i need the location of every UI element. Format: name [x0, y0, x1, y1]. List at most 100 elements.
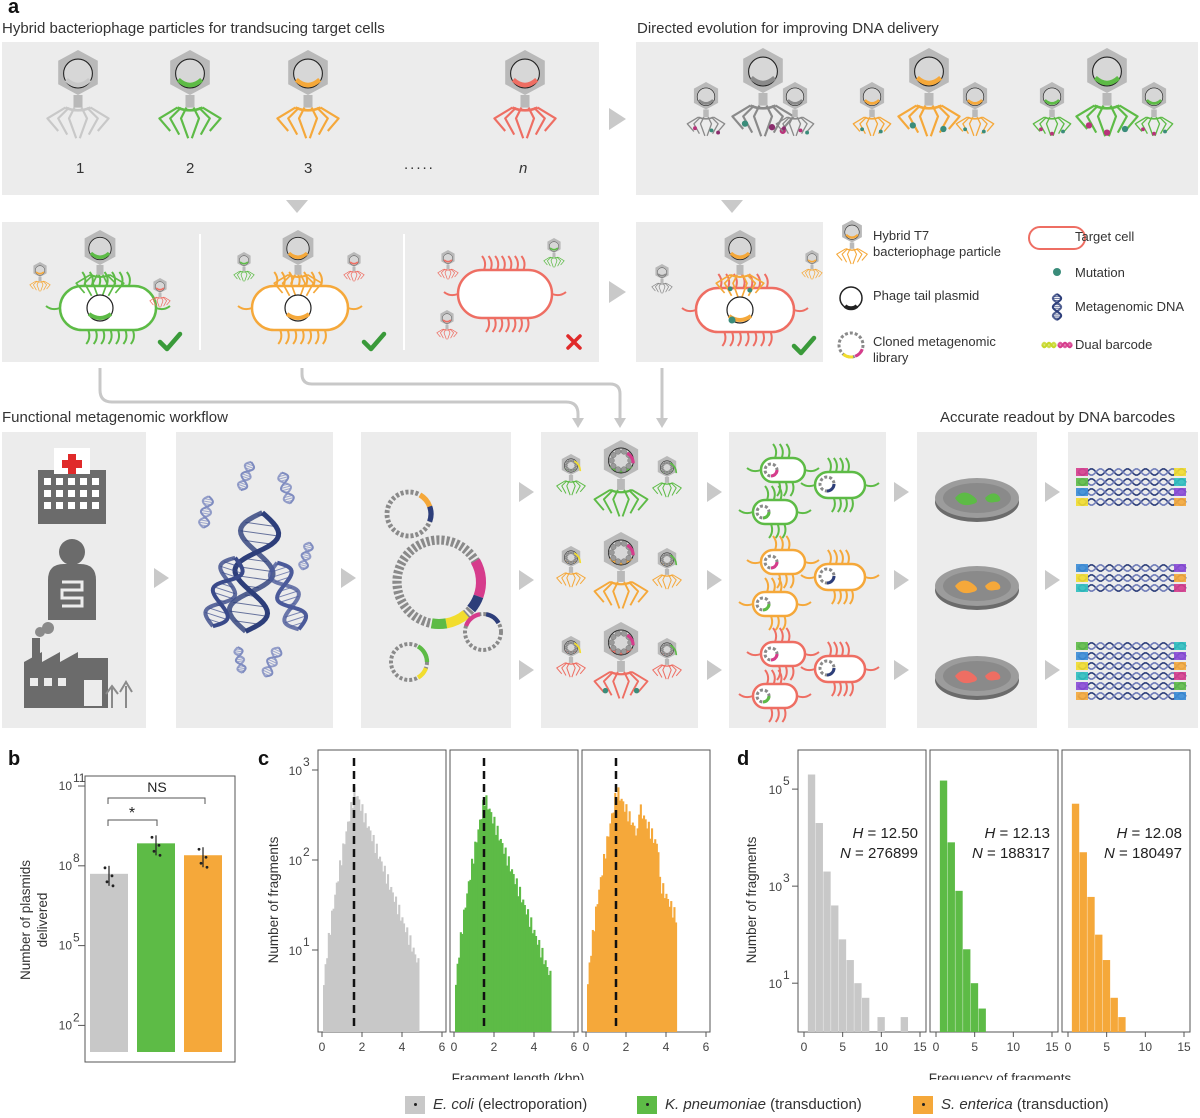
infected-cells-panel — [729, 432, 886, 728]
hybrid-phages-illustration — [46, 50, 557, 139]
bottom-legend: E. coli (electroporation) K. pneumoniae … — [405, 1096, 1195, 1116]
barcode-read-3 — [1076, 498, 1187, 506]
phage-label-1: 1 — [76, 160, 85, 177]
plasmid-large — [392, 535, 487, 630]
chart-c-histbar — [538, 939, 541, 1032]
chart-c-histbar — [401, 917, 404, 1032]
chart-c-xtick-label: 4 — [531, 1040, 538, 1054]
evolved-phage-orange-2 — [955, 82, 995, 137]
infected-cells-illustration — [738, 443, 880, 723]
chart-d-bar — [955, 890, 963, 1032]
arrow-right-icon — [519, 570, 534, 590]
phage-small-orange — [29, 262, 51, 292]
chart-c-histbar — [385, 883, 388, 1032]
chart-d-count-label: N = 180497 — [1104, 845, 1182, 862]
dna-strand-2 — [267, 560, 309, 632]
chart-c-histbar — [652, 842, 655, 1032]
chart-d-bar — [807, 774, 816, 1032]
infected-cell-1-b — [800, 549, 880, 605]
chart-d-count-label: N = 188317 — [972, 845, 1050, 862]
phage-particle-4 — [493, 50, 557, 139]
chart-d-bar — [947, 842, 955, 1032]
chart-c-histbar — [459, 932, 462, 1032]
chart-d-xtick-label: 10 — [1139, 1040, 1153, 1054]
cell-plasmid — [763, 646, 779, 662]
chart-d-ytick-label: 10 — [769, 880, 783, 894]
phage-small-gray — [651, 264, 673, 294]
chart-c-xtick-label: 0 — [319, 1040, 326, 1054]
chart-c-histbar — [535, 936, 538, 1032]
chart-d-xtick-label: 5 — [971, 1040, 978, 1054]
chart-d-ytick-exponent: 1 — [783, 968, 790, 982]
chart-c-histbar — [622, 801, 625, 1032]
chart-c-histbar — [541, 947, 544, 1032]
chart-c-histbar — [614, 792, 617, 1032]
chart-b-ytick-label: 10 — [59, 859, 73, 873]
chart-c-histbar — [599, 877, 602, 1032]
barcode-read-11 — [1076, 682, 1187, 690]
phage-label-dots: ..... — [404, 156, 435, 173]
evolved-transduction-illustration — [651, 230, 823, 356]
chart-b-ytick-label: 10 — [59, 939, 73, 953]
chart-c-histbar — [348, 821, 351, 1032]
mutation-icon — [1053, 268, 1061, 276]
chart-c-histbar — [630, 824, 633, 1032]
chart-c-histbar — [480, 819, 483, 1032]
chart-c-histbar — [498, 840, 501, 1032]
chart-d-xtick-label: 15 — [1177, 1040, 1191, 1054]
chart-c-histbar — [628, 811, 631, 1032]
chart-b-ylabel-line1: Number of plasmids — [18, 860, 33, 980]
chart-d-ylabel: Number of fragments — [744, 836, 759, 963]
chart-c-histbar — [544, 960, 547, 1032]
chart-d-xtick-label: 10 — [1007, 1040, 1021, 1054]
chart-b-ytick-exponent: 5 — [73, 931, 80, 945]
chart-c-histbar — [590, 955, 593, 1032]
chart-c-histbar — [588, 962, 591, 1032]
chart-c-histbar — [387, 874, 390, 1032]
chart-d-bar — [1087, 896, 1095, 1032]
legend-dual-barcode: Dual barcode — [1075, 337, 1153, 352]
arrow-right-icon — [519, 660, 534, 680]
arrow-right-icon — [894, 570, 909, 590]
legend-phage-tail-plasmid: Phage tail plasmid — [873, 288, 980, 303]
phage-small-green — [233, 252, 255, 282]
chart-c-histbar — [603, 853, 606, 1032]
chart-c-histbar — [407, 944, 410, 1032]
phage-label-2: 2 — [186, 160, 195, 177]
chart-d-entropy-label: H = 12.08 — [1117, 825, 1182, 842]
chart-c-histbar — [619, 800, 622, 1032]
chart-c-xtick-label: 2 — [359, 1040, 366, 1054]
directed-evolution-panel — [636, 42, 1198, 195]
packaging-panel — [541, 432, 698, 728]
chart-c-histbar — [464, 907, 467, 1032]
legend-kpneumoniae-species: K. pneumoniae — [665, 1096, 766, 1113]
chart-c-histbar — [323, 985, 326, 1032]
chart-c-histbar — [393, 901, 396, 1032]
chart-c-histbar — [404, 932, 407, 1032]
transduction-panel — [2, 222, 599, 362]
legend-target-cell: Target cell — [1075, 229, 1135, 244]
chart-c-histbar — [509, 871, 512, 1032]
chart-d-bar — [877, 1017, 885, 1032]
chart-c-histbar — [411, 951, 414, 1032]
chart-b-bar-1 — [137, 843, 175, 1052]
chart-d-ytick-exponent: 5 — [783, 774, 790, 788]
chart-d-xtick-label: 5 — [1103, 1040, 1110, 1054]
target-cell-red — [443, 255, 567, 333]
arrow-right-icon — [894, 660, 909, 680]
chart-c-histbar — [668, 906, 671, 1032]
chart-d-bar — [823, 871, 831, 1032]
chart-c-histbar — [593, 931, 596, 1032]
chart-c-histbar — [587, 984, 590, 1032]
chart-d-bar — [900, 1017, 909, 1032]
evolved-phage-green-0 — [1032, 82, 1072, 137]
chart-b-point — [197, 847, 201, 851]
infected-cell-1-a — [746, 535, 820, 589]
chart-c-histbar — [461, 933, 464, 1032]
chart-d-fragment-frequency: Number of fragments Frequency of fragmen… — [744, 749, 1191, 1080]
chart-c-histbar — [609, 823, 612, 1032]
evolved-phages-illustration — [686, 48, 1174, 137]
arrow-right-icon — [1045, 570, 1060, 590]
chart-c-ytick-label: 10 — [289, 764, 303, 778]
hybrid-t7-icon — [836, 220, 868, 265]
